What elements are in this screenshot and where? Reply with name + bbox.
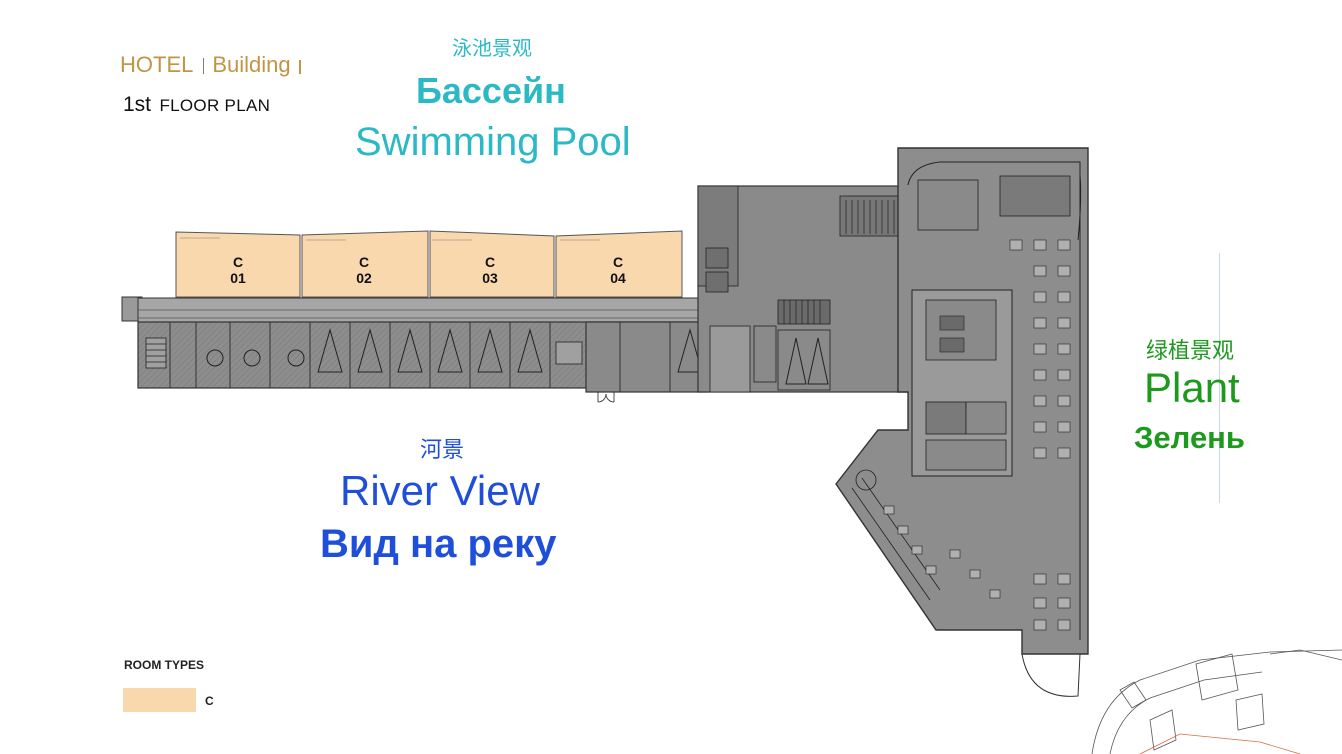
pool-label-ru: Бассейн <box>416 70 566 111</box>
room-c01-number: 01 <box>230 270 246 286</box>
pool-label-en: Swimming Pool <box>355 120 631 164</box>
title-separator <box>203 58 205 75</box>
site-map-fragment <box>1091 649 1342 754</box>
river-label-en: River View <box>340 467 540 514</box>
legend-title: ROOM TYPES <box>124 658 205 672</box>
plant-label-ru: Зелень <box>1134 420 1245 455</box>
room-c03-type: C <box>485 254 495 270</box>
west-wing <box>121 296 711 393</box>
legend-swatch-c <box>123 688 196 712</box>
room-c02-number: 02 <box>356 270 372 286</box>
room-c01-type: C <box>233 254 243 270</box>
central-core <box>597 185 909 403</box>
hotel-building-title: HOTEL Building <box>120 52 301 78</box>
hotel-label: HOTEL <box>120 52 194 77</box>
legend-label-c: C <box>205 694 214 708</box>
title-tick <box>298 60 301 74</box>
room-c02-type: C <box>359 254 369 270</box>
room-c03-number: 03 <box>482 270 498 286</box>
pool-label-cn: 泳池景观 <box>452 36 532 60</box>
river-label-cn: 河景 <box>420 438 465 463</box>
floor-plan-label: FLOOR PLAN <box>159 96 271 115</box>
plant-label-cn: 绿植景观 <box>1146 339 1235 364</box>
east-wing <box>835 147 1089 697</box>
river-label-ru: Вид на реку <box>320 522 557 566</box>
floor-title: 1st FLOOR PLAN <box>123 93 270 117</box>
floor-number: 1st <box>123 93 152 116</box>
room-c04-type: C <box>613 254 623 270</box>
plant-label-en: Plant <box>1144 364 1240 411</box>
building-label: Building <box>212 52 291 77</box>
room-units: C 01 C 02 C 03 C 04 <box>175 230 683 298</box>
plant-divider-line <box>1219 253 1220 503</box>
room-c04-number: 04 <box>610 270 626 286</box>
